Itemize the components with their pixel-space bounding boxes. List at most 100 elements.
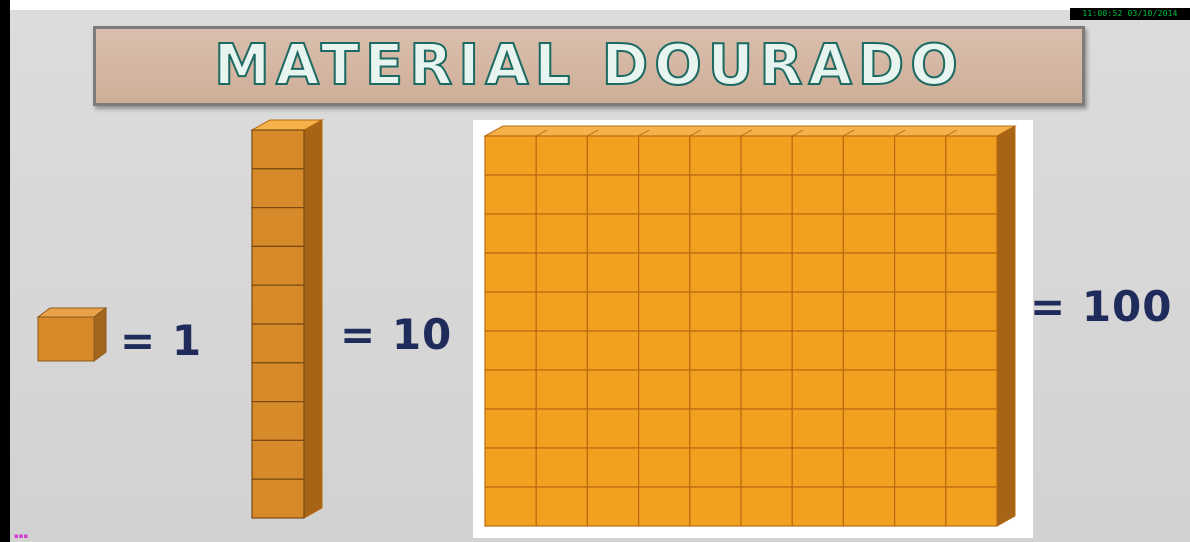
flat-cube [895, 175, 946, 214]
flat-cube [485, 136, 536, 175]
flat-cube [485, 175, 536, 214]
flat-cube [895, 292, 946, 331]
flat-cube [741, 331, 792, 370]
flat-cube [792, 253, 843, 292]
flat-cube [843, 136, 894, 175]
flat-cube [946, 409, 997, 448]
timestamp: 11:00:52 03/10/2014 [1070, 8, 1190, 20]
flat-cube [536, 175, 587, 214]
flat-cube [587, 448, 638, 487]
flat-cube [895, 331, 946, 370]
flat-cube [741, 292, 792, 331]
flat-cube [639, 136, 690, 175]
flat-cube [536, 214, 587, 253]
flat-cube [690, 292, 741, 331]
flat-cube [690, 136, 741, 175]
rod-cube [252, 363, 304, 402]
title-banner: MATERIAL DOURADO [93, 26, 1085, 106]
flat-cube [792, 136, 843, 175]
unit-cube-front [38, 317, 94, 361]
flat-cube [895, 253, 946, 292]
flat-cube [792, 331, 843, 370]
flat-cube [741, 370, 792, 409]
flat-cube [639, 370, 690, 409]
unit-cube-side [94, 308, 106, 361]
page-title: MATERIAL DOURADO [214, 38, 964, 94]
flat-cube [536, 292, 587, 331]
flat-side [997, 126, 1015, 526]
flat-cube [946, 370, 997, 409]
flat-cube [792, 370, 843, 409]
flat-cube [843, 448, 894, 487]
flat-cube [946, 487, 997, 526]
flat-cube [690, 487, 741, 526]
flat-cube [741, 175, 792, 214]
flat-cube [485, 214, 536, 253]
flat-value-label: = 100 [1030, 286, 1172, 328]
rod-value-label: = 10 [340, 314, 452, 356]
rod-cube [252, 169, 304, 208]
flat-cube [895, 136, 946, 175]
flat-cube [639, 253, 690, 292]
flat-cube [741, 448, 792, 487]
flat-cube [690, 331, 741, 370]
flat-cube [536, 448, 587, 487]
flat-cube [843, 214, 894, 253]
flat-cube [946, 331, 997, 370]
flat-cube [639, 292, 690, 331]
flat-cube [587, 175, 638, 214]
flat-cube [690, 409, 741, 448]
flat-cube [536, 331, 587, 370]
flat-cube [536, 136, 587, 175]
rod-cube [252, 285, 304, 324]
flat-cube [690, 175, 741, 214]
rod-cube [252, 130, 304, 169]
flat-cube [587, 331, 638, 370]
flat-cube [485, 331, 536, 370]
flat-cube [946, 136, 997, 175]
flat-cube [792, 487, 843, 526]
unit-cube [34, 308, 114, 368]
flat-cube [741, 253, 792, 292]
flat-cube [690, 448, 741, 487]
flat-cube [639, 175, 690, 214]
flat-cube [485, 253, 536, 292]
flat-cube [485, 409, 536, 448]
flat-cube [536, 409, 587, 448]
flat-cube [895, 409, 946, 448]
flat-cube [741, 136, 792, 175]
flat-cube [741, 487, 792, 526]
flat-cube [843, 292, 894, 331]
rod-cube [252, 402, 304, 441]
flat-cube [792, 214, 843, 253]
flat-cube [587, 253, 638, 292]
rod-cube [252, 440, 304, 479]
flat-cube [587, 214, 638, 253]
flat-cube [895, 487, 946, 526]
flat-cube [946, 292, 997, 331]
rod-cube [252, 208, 304, 247]
flat-cube [792, 409, 843, 448]
rod-cube [252, 246, 304, 285]
flat-cube [946, 253, 997, 292]
flat-cube [587, 409, 638, 448]
flat-cube [536, 253, 587, 292]
flat-cube [946, 214, 997, 253]
flat-cube [587, 370, 638, 409]
flat-cube [587, 292, 638, 331]
flat-cube [843, 370, 894, 409]
flat-cube [946, 448, 997, 487]
flat-cube [639, 331, 690, 370]
flat-cube [690, 214, 741, 253]
flat-cube [895, 448, 946, 487]
flat-cube [639, 409, 690, 448]
flat-cube [639, 214, 690, 253]
flat-cube [485, 370, 536, 409]
rod-cube [252, 479, 304, 518]
rod-ten [250, 118, 330, 523]
corner-marks: ▪▪▪ [14, 532, 84, 540]
flat-cube [843, 487, 894, 526]
flat-cube [485, 487, 536, 526]
flat-cube [843, 253, 894, 292]
flat-cube [792, 448, 843, 487]
